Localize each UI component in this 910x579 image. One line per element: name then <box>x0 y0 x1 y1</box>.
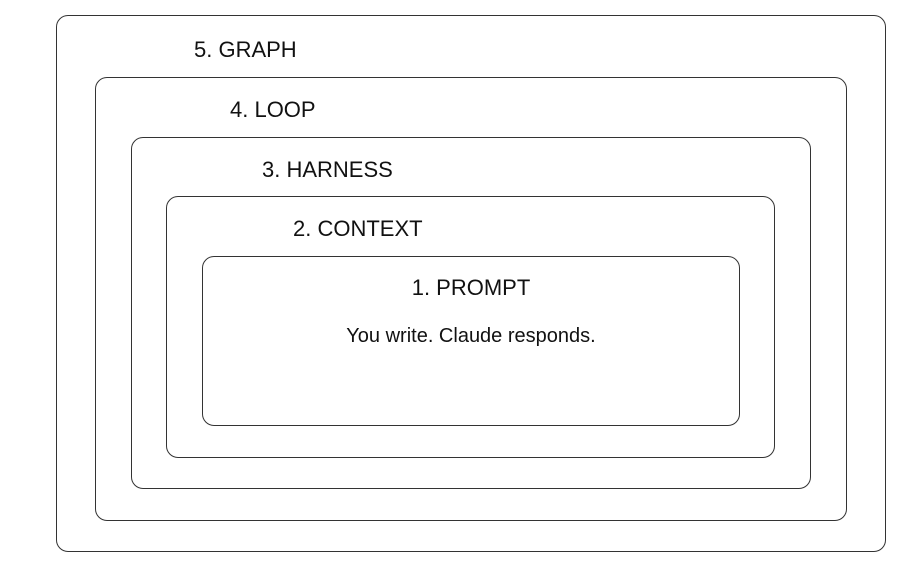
layer-1-description: You write. Claude responds. <box>346 325 596 347</box>
layer-1-prompt-box <box>202 256 740 426</box>
layer-3-label: 3. HARNESS <box>262 157 393 182</box>
layer-4-label: 4. LOOP <box>230 97 316 122</box>
layer-2-label: 2. CONTEXT <box>293 216 423 241</box>
layer-5-label: 5. GRAPH <box>194 37 297 62</box>
layer-1-label: 1. PROMPT <box>411 275 531 300</box>
